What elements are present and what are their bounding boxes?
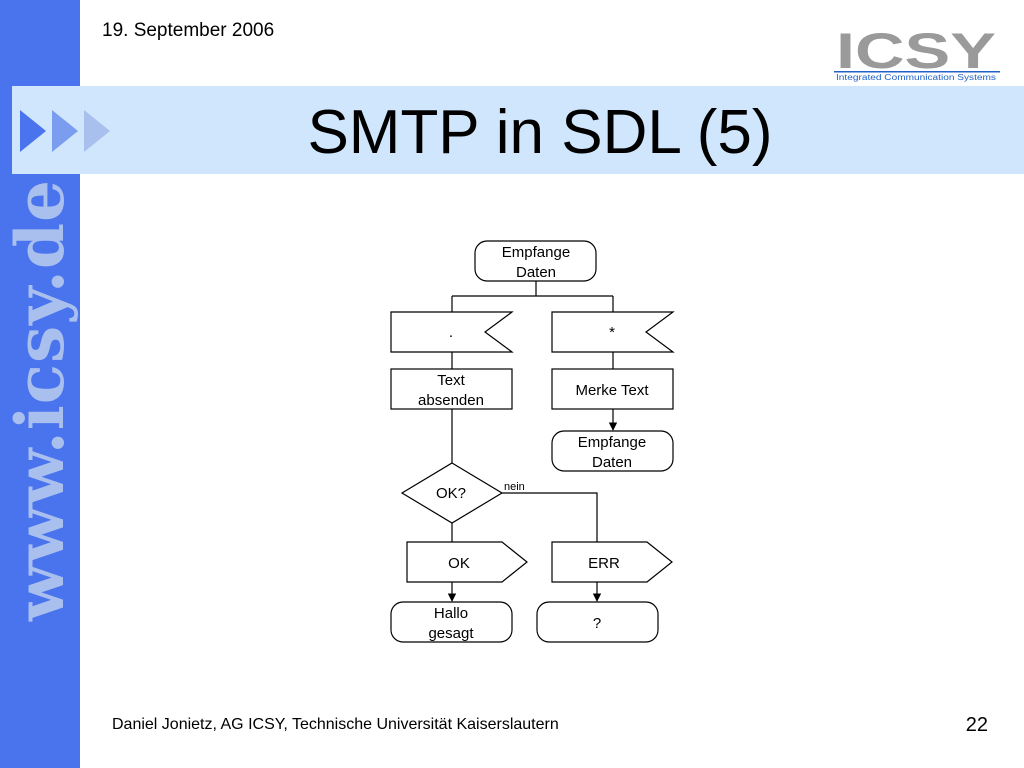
state-start-label-1: Empfange bbox=[502, 244, 570, 261]
page-number: 22 bbox=[965, 714, 988, 736]
task-left-label-1: Text bbox=[437, 372, 465, 389]
output-signal-right bbox=[551, 541, 673, 583]
task-right-label: Merke Text bbox=[575, 382, 649, 399]
state-right-end-label: ? bbox=[593, 615, 601, 632]
output-right-label: ERR bbox=[588, 555, 620, 572]
task-right bbox=[551, 368, 674, 410]
task-left-label-2: absenden bbox=[418, 392, 484, 409]
title-band bbox=[12, 86, 1024, 174]
output-signal-left bbox=[406, 541, 528, 583]
logo-subtitle: Integrated Communication Systems bbox=[836, 73, 996, 82]
input-signal-left bbox=[390, 311, 514, 353]
input-right-label: * bbox=[609, 324, 615, 341]
state-middle bbox=[551, 430, 674, 472]
state-start bbox=[474, 240, 597, 282]
logo-wordmark: ICSY bbox=[836, 26, 996, 79]
decision-label: OK? bbox=[436, 485, 466, 502]
output-left-label: OK bbox=[448, 555, 470, 572]
decision-diamond bbox=[400, 462, 504, 524]
task-left bbox=[390, 368, 513, 410]
state-left-end-label-1: Hallo bbox=[434, 605, 468, 622]
slide-title: SMTP in SDL (5) bbox=[307, 98, 773, 167]
input-left-label: . bbox=[449, 324, 453, 341]
state-left-end-label-2: gesagt bbox=[428, 625, 474, 642]
footer-author: Daniel Jonietz, AG ICSY, Technische Univ… bbox=[112, 716, 559, 733]
input-signal-right bbox=[551, 311, 675, 353]
triple-arrow-icon bbox=[20, 110, 110, 152]
branch-label-nein: nein bbox=[504, 481, 525, 493]
state-right-end bbox=[536, 601, 659, 643]
slide-date: 19. September 2006 bbox=[102, 20, 275, 41]
state-middle-label-2: Daten bbox=[592, 454, 632, 471]
state-left-end bbox=[390, 601, 513, 643]
icsy-logo: ICSY Integrated Communication Systems bbox=[834, 26, 1000, 82]
state-start-label-2: Daten bbox=[516, 264, 556, 281]
state-middle-label-1: Empfange bbox=[578, 434, 646, 451]
connector-decision-nein bbox=[502, 492, 598, 542]
